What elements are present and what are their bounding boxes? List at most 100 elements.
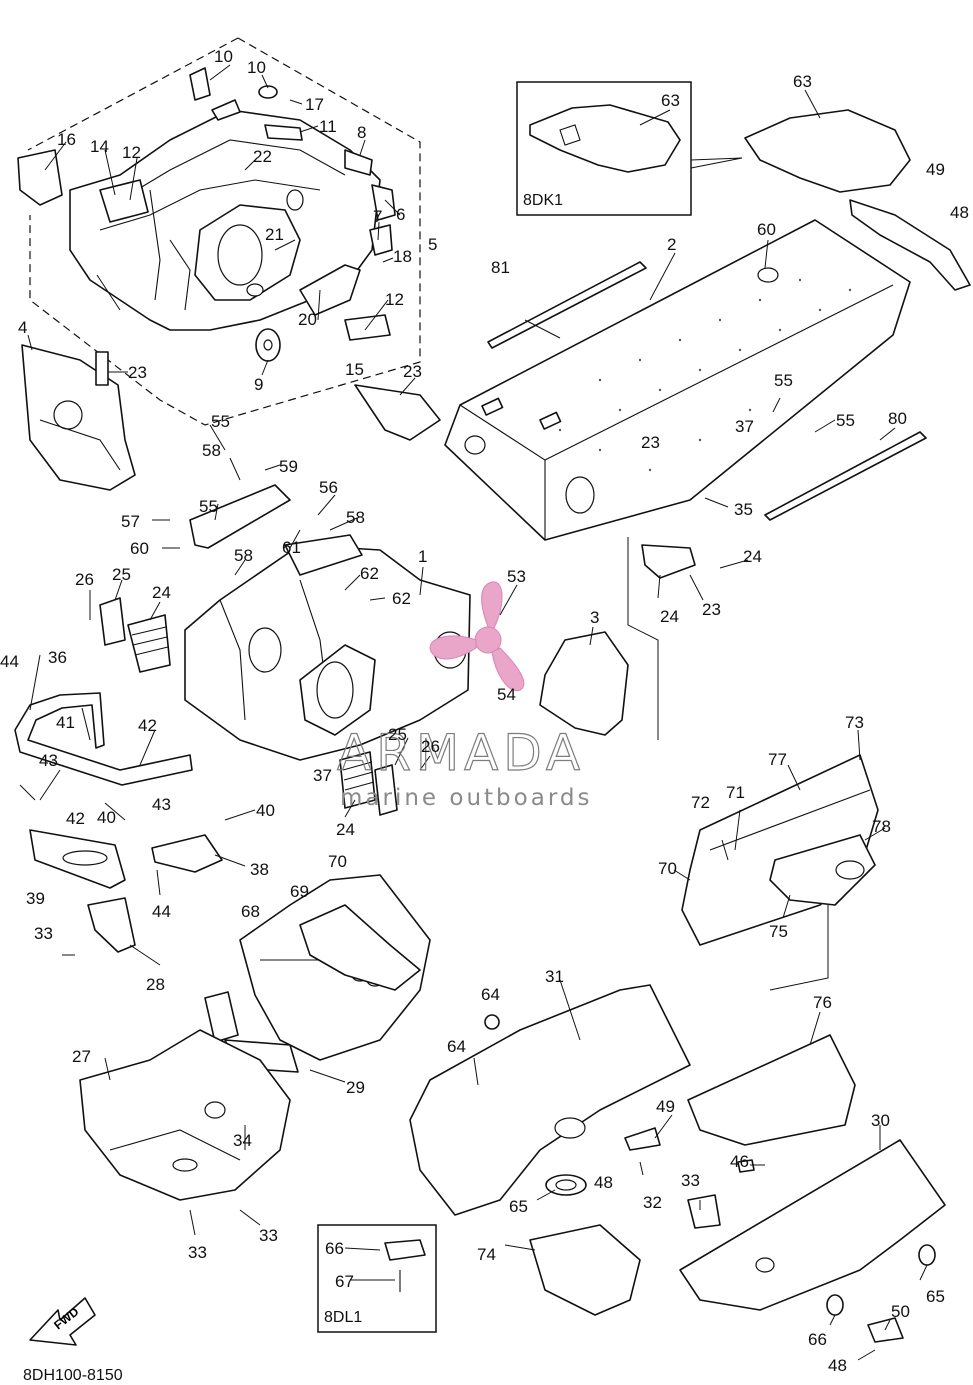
callout-5: 5 <box>428 235 437 254</box>
callout-76: 75 <box>769 922 788 941</box>
callout-51: 54 <box>497 685 516 704</box>
callout-49b: 50 <box>891 1302 910 1321</box>
callout-11: 11 <box>319 117 337 136</box>
callout-18: 21 <box>265 225 284 244</box>
callout-32: 32 <box>643 1193 662 1212</box>
callout-46: 48 <box>950 203 969 222</box>
callout-19: 22 <box>253 147 272 166</box>
callout-27: 27 <box>72 1047 91 1066</box>
callout-78: 77 <box>768 750 787 769</box>
callout-66: 66 <box>325 1239 344 1258</box>
callout-6: 6 <box>396 205 405 224</box>
watermark-tagline: marine outboards <box>340 785 592 811</box>
callout-56: 58 <box>202 441 221 460</box>
callout-64: 64 <box>481 985 500 1004</box>
callout-58c: 61 <box>282 538 301 557</box>
callout-73: 72 <box>691 793 710 812</box>
callout-20: 23 <box>128 363 147 382</box>
lower-covers <box>79 874 431 1201</box>
callout-23b: 24 <box>743 547 762 566</box>
figure-code: 8DH100-8150 <box>23 1367 123 1384</box>
callout-81: 81 <box>491 258 510 277</box>
callout-28: 28 <box>146 975 165 994</box>
tunnel-plate <box>444 199 971 740</box>
callout-35: 37 <box>735 417 754 436</box>
callout-labels: 16 14 12 10 10 17 11 8 22 6 7 5 18 21 12… <box>0 47 969 1375</box>
callout-55d: 58 <box>234 546 253 565</box>
callout-16: 17 <box>305 95 324 114</box>
callout-25: 25 <box>112 565 131 584</box>
callout-59: 60 <box>757 220 776 239</box>
callout-30: 30 <box>871 1111 890 1130</box>
callout-55c: 57 <box>121 512 140 531</box>
callout-53: 55 <box>836 411 855 430</box>
callout-62: 63 <box>661 91 680 110</box>
callout-7: 7 <box>373 207 382 226</box>
callout-41: 41 <box>56 713 75 732</box>
callout-14: 14 <box>90 137 109 156</box>
watermark: ARMADA marine outboards <box>336 581 592 811</box>
callout-69: 69 <box>290 882 309 901</box>
callout-42: 42 <box>138 716 157 735</box>
callout-80: 80 <box>888 409 907 428</box>
callout-75: 74 <box>477 1245 496 1264</box>
callout-33b: 33 <box>188 1243 207 1262</box>
callout-21: 23 <box>702 600 721 619</box>
leader-lines <box>19 64 928 1361</box>
callout-23: 23 <box>641 433 660 452</box>
callout-79: 78 <box>872 817 891 836</box>
callout-58b: 60 <box>130 539 149 558</box>
callout-74: 73 <box>845 713 864 732</box>
callout-52: 55 <box>774 371 793 390</box>
callout-72: 71 <box>726 783 745 802</box>
callout-63b: 66 <box>808 1330 827 1349</box>
callout-61: 62 <box>392 589 411 608</box>
callout-55: 55 <box>211 412 230 431</box>
callout-44b: 44 <box>152 902 171 921</box>
callout-26b: 26 <box>421 737 440 756</box>
callout-26: 26 <box>75 570 94 589</box>
callout-65: 65 <box>509 1197 528 1216</box>
callout-39: 39 <box>26 889 45 908</box>
callout-48: 48 <box>594 1173 613 1192</box>
inset-label-8dk1: 8DK1 <box>523 192 563 209</box>
callout-42b: 42 <box>66 809 85 828</box>
callout-14b: 15 <box>345 360 364 379</box>
side-panels <box>681 754 879 991</box>
callout-13: 12 <box>122 143 141 162</box>
callout-10: 10 <box>214 47 233 66</box>
callout-33d: 33 <box>681 1171 700 1190</box>
fwd-arrow: FWD <box>29 1297 96 1346</box>
callout-22: 23 <box>403 362 422 381</box>
callout-1: 1 <box>418 547 427 566</box>
callout-16b: 18 <box>393 247 412 266</box>
callout-40b: 40 <box>256 801 275 820</box>
callout-58: 59 <box>279 457 298 476</box>
callout-2: 2 <box>667 235 676 254</box>
callout-31: 31 <box>545 967 564 986</box>
watermark-brand: ARMADA <box>337 724 585 782</box>
callout-60: 62 <box>360 564 379 583</box>
callout-48b: 48 <box>828 1356 847 1375</box>
callout-24b: 24 <box>336 820 355 839</box>
inset-box-8dk1: 8DK1 <box>516 81 743 216</box>
callout-43: 43 <box>39 751 58 770</box>
callout-37: 37 <box>313 766 332 785</box>
callout-64b: 64 <box>447 1037 466 1056</box>
callout-49: 49 <box>656 1097 675 1116</box>
callout-77: 76 <box>813 993 832 1012</box>
callout-44: 44 <box>0 652 19 671</box>
callout-71: 70 <box>658 859 677 878</box>
callout-9: 9 <box>254 375 263 394</box>
callout-68: 68 <box>241 902 260 921</box>
callout-25b: 25 <box>388 725 407 744</box>
callout-62b: 63 <box>793 72 812 91</box>
chassis-assembly <box>14 484 629 953</box>
callout-63: 65 <box>926 1287 945 1306</box>
callout-38: 38 <box>250 860 269 879</box>
callout-33c: 33 <box>259 1226 278 1245</box>
callout-34: 35 <box>734 500 753 519</box>
callout-67: 67 <box>335 1272 354 1291</box>
callout-34b: 34 <box>233 1131 252 1150</box>
